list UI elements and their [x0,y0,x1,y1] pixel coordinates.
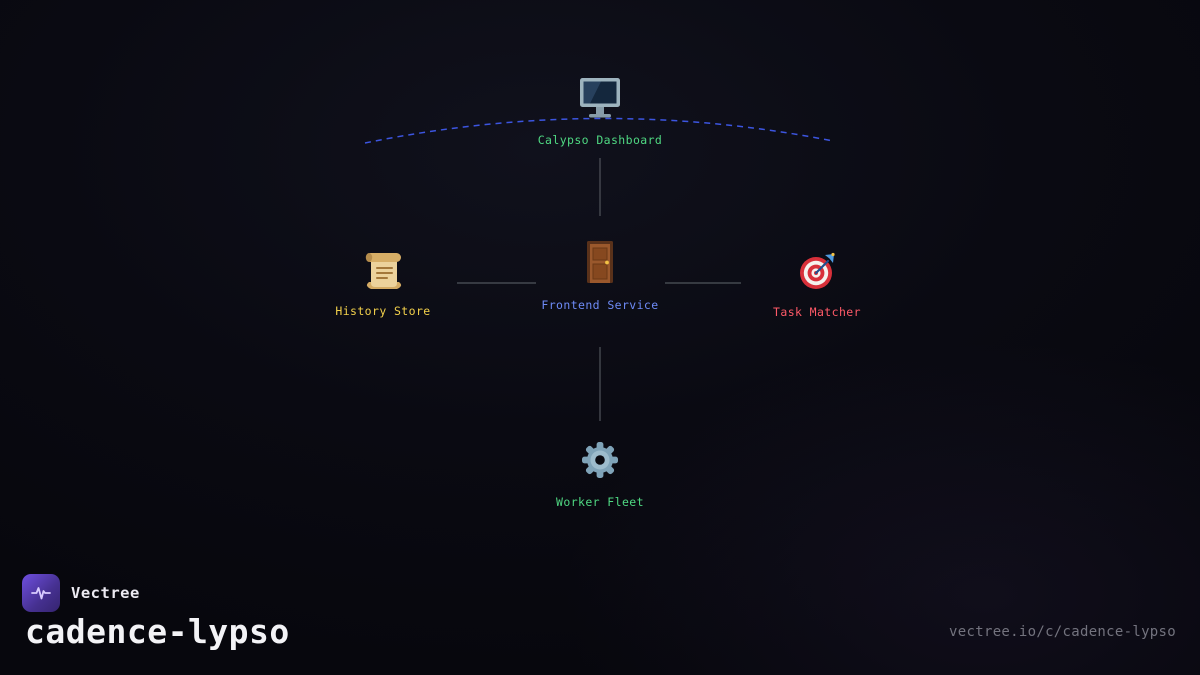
node-task-matcher[interactable]: Task Matcher [717,252,917,319]
brand-name: Vectree [71,584,140,602]
node-frontend-service[interactable]: Frontend Service [500,239,700,312]
node-label: Worker Fleet [556,495,644,509]
node-calypso-dashboard[interactable]: Calypso Dashboard [500,76,700,147]
node-history-store[interactable]: History Store [283,249,483,318]
node-label: Calypso Dashboard [537,133,663,147]
node-label: Frontend Service [541,298,659,312]
node-label: Task Matcher [773,305,861,319]
project-title: cadence-lypso [25,612,290,651]
brand-row: Vectree [22,574,140,612]
gear-icon [578,438,622,486]
node-worker-fleet[interactable]: Worker Fleet [500,438,700,509]
waveform-icon [31,587,51,600]
dashed-arc-edge [364,117,834,144]
monitor-icon [577,76,623,124]
scroll-icon [360,249,406,295]
project-url: vectree.io/c/cadence-lypso [949,624,1176,640]
node-label: History Store [335,304,431,318]
vectree-logo [22,574,60,612]
door-icon [582,239,618,289]
target-icon [797,252,837,296]
